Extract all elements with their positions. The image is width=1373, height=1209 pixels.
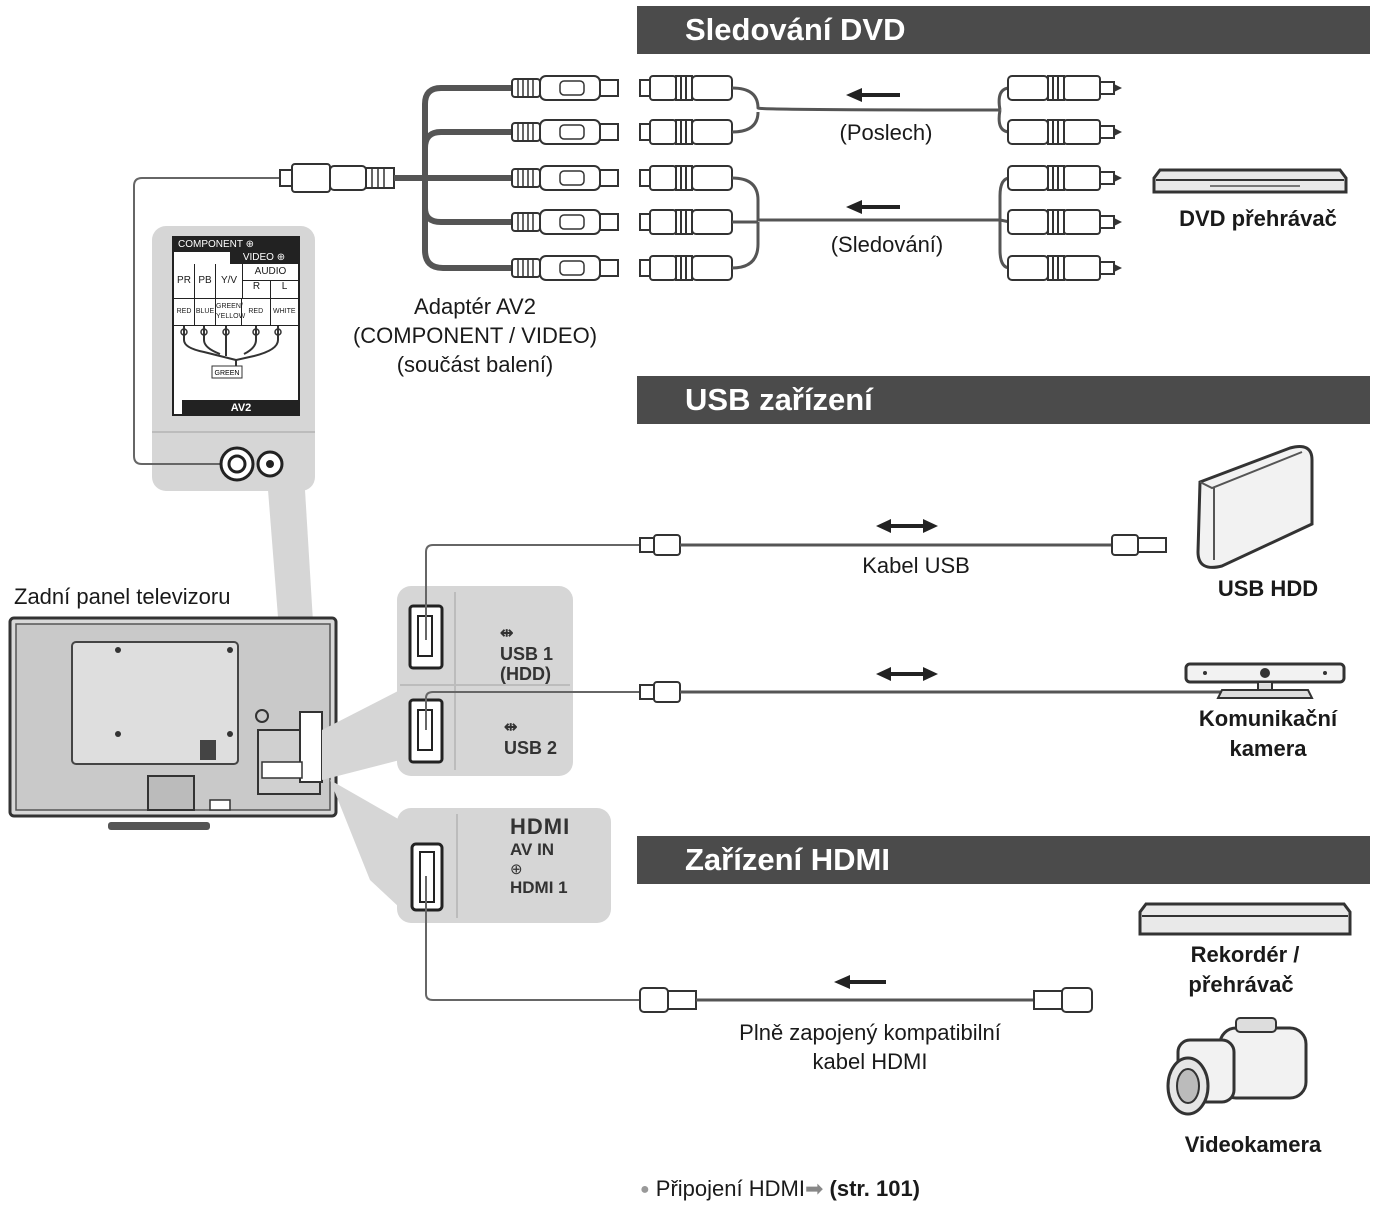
section-title-hdmi: Zařízení HDMI xyxy=(685,842,890,877)
usb-plug xyxy=(1111,534,1167,556)
label-recorder-2: přehrávač xyxy=(1188,972,1294,997)
label-usb-cable: Kabel USB xyxy=(862,553,970,578)
label-green: GREEN xyxy=(215,370,240,377)
color-blue: BLUE xyxy=(195,299,216,325)
label-dvd-player: DVD přehrávač xyxy=(1179,206,1337,231)
label-hdmi1: HDMI 1 xyxy=(510,878,568,897)
label-usb2: USB 2 xyxy=(504,738,558,758)
component-header: COMPONENT ⊕ xyxy=(174,238,298,252)
label-recorder-1: Rekordér / xyxy=(1190,942,1300,967)
arrow-both-icon xyxy=(876,667,938,681)
label-camera-1: Komunikační xyxy=(1198,706,1338,731)
section-banner-dvd: Sledování DVD xyxy=(637,6,1370,54)
arrow-left-icon xyxy=(834,975,886,989)
dvd-player-device xyxy=(1152,168,1348,194)
av2-mini-plug xyxy=(279,163,395,193)
usb-plug xyxy=(639,534,681,556)
label-watching: (Sledování) xyxy=(830,232,944,257)
label-av-in: AV IN xyxy=(510,840,555,859)
label-adapter-3: (součást balení) xyxy=(396,352,554,377)
label-hdmi-cable-1: Plně zapojený kompatibilní xyxy=(739,1020,1001,1045)
bullet-icon: ● xyxy=(640,1181,650,1199)
input-icon: ⊕ xyxy=(245,239,254,250)
arrow-right-icon: ➡ xyxy=(804,1176,824,1201)
label-adapter-2: (COMPONENT / VIDEO) xyxy=(352,323,598,348)
label-tv-rear: Zadní panel televizoru xyxy=(14,584,231,609)
usb-plug xyxy=(639,681,681,703)
footnote-page-ref: (str. 101) xyxy=(829,1176,921,1201)
label-camcorder: Videokamera xyxy=(1184,1132,1322,1157)
color-red-audio: RED xyxy=(242,299,271,325)
hdmi-logo: HDMI xyxy=(510,814,571,839)
section-banner-usb: USB zařízení xyxy=(637,376,1370,424)
footnote-text: Připojení HDMI xyxy=(655,1176,805,1201)
hdmi-panel-labels: HDMI AV IN ⊕ HDMI 1 xyxy=(510,814,606,898)
hdmi-plug xyxy=(639,987,697,1013)
label-listening: (Poslech) xyxy=(839,120,933,145)
label-yv: Y/V xyxy=(216,264,243,298)
input-icon: ⊕ xyxy=(510,861,523,878)
label-camera-2: kamera xyxy=(1229,736,1307,761)
video-audio-header: VIDEO ⊕ xyxy=(230,252,298,264)
label-usb-hdd: USB HDD xyxy=(1217,576,1319,601)
label-pr: PR xyxy=(174,264,195,298)
label-r: R xyxy=(243,281,271,298)
arrow-left-icon xyxy=(846,200,900,214)
usb-panel-labels: ⇹ USB 1 (HDD) xyxy=(500,624,570,684)
usb2-panel-labels: ⇹ USB 2 xyxy=(504,718,574,758)
label-l: L xyxy=(281,281,288,292)
camcorder-device xyxy=(1166,1017,1308,1116)
label-hdmi-cable-2: kabel HDMI xyxy=(812,1049,928,1074)
av2-wiring-sketch: GREEN xyxy=(180,326,282,379)
color-green-yellow: GREEN/ YELLOW xyxy=(216,299,245,325)
label-adapter-1: Adaptér AV2 xyxy=(414,294,536,319)
label-usb1: USB 1 xyxy=(500,644,554,664)
hdmi-plug xyxy=(1033,987,1093,1013)
input-icon: ⊕ xyxy=(276,252,286,263)
label-audio: AUDIO xyxy=(243,264,298,281)
arrow-both-icon xyxy=(876,519,938,533)
usb-hdd-device xyxy=(1196,445,1314,569)
label-pb: PB xyxy=(195,264,216,298)
tv-rear-panel xyxy=(8,616,338,830)
arrow-left-icon xyxy=(846,88,900,102)
av2-label: AV2 xyxy=(182,400,300,416)
footnote: ● Připojení HDMI➡ (str. 101) xyxy=(640,1176,920,1202)
section-title-dvd: Sledování DVD xyxy=(685,12,906,47)
color-red: RED xyxy=(174,299,195,325)
section-title-usb: USB zařízení xyxy=(685,382,873,417)
communication-camera-device xyxy=(1184,662,1346,699)
label-usb1-hdd: (HDD) xyxy=(500,664,551,684)
usb-icon: ⇹ xyxy=(500,625,514,642)
hdmi-panel xyxy=(397,808,611,923)
usb-icon: ⇹ xyxy=(504,719,518,736)
section-banner-hdmi: Zařízení HDMI xyxy=(637,836,1370,884)
color-white: WHITE xyxy=(272,308,296,315)
recorder-device xyxy=(1138,902,1352,936)
av2-terminal-chart: COMPONENT ⊕ VIDEO ⊕ PR PB Y/V AUDIO R L … xyxy=(172,236,300,416)
